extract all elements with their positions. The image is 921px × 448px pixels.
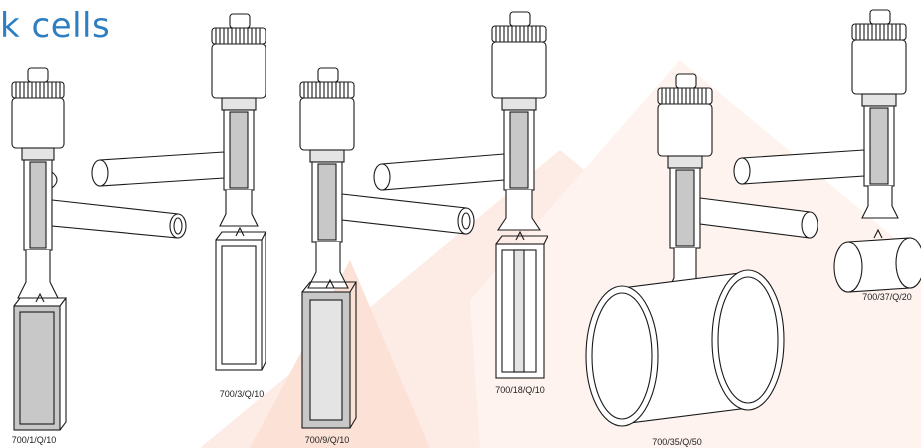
caption-700-35-q-50: 700/35/Q/50 bbox=[652, 437, 702, 447]
neck bbox=[496, 190, 542, 231]
neck bbox=[861, 186, 899, 219]
glass-stem bbox=[503, 109, 535, 191]
caption-700-18-q-10: 700/18/Q/10 bbox=[495, 385, 545, 395]
cell-700-3-q-10 bbox=[91, 13, 266, 371]
square-cuvette bbox=[301, 278, 357, 429]
neck bbox=[17, 250, 59, 299]
square-cuvette bbox=[215, 226, 266, 371]
caption-700-9-q-10: 700/9/Q/10 bbox=[304, 435, 350, 445]
cell-700-35-q-50 bbox=[585, 73, 818, 427]
cell-700-37-q-20 bbox=[733, 9, 921, 293]
square-cuvette bbox=[495, 230, 548, 379]
side-arm bbox=[91, 151, 225, 187]
screw-cap bbox=[211, 13, 266, 111]
page-title: k cells bbox=[0, 6, 111, 46]
screw-cap bbox=[491, 11, 547, 111]
screw-cap bbox=[851, 9, 907, 107]
screw-cap bbox=[657, 73, 713, 169]
side-arm bbox=[733, 149, 865, 185]
side-arm bbox=[373, 153, 505, 191]
caption-700-37-q-20: 700/37/Q/20 bbox=[862, 292, 912, 302]
cylindrical-cuvette bbox=[833, 228, 921, 293]
side-arm bbox=[699, 197, 818, 239]
neck bbox=[219, 190, 259, 227]
screw-cap bbox=[299, 67, 355, 163]
glass-stem bbox=[223, 109, 255, 191]
cell-700-1-q-10 bbox=[11, 67, 187, 431]
cell-700-18-q-10 bbox=[373, 11, 548, 379]
square-cuvette bbox=[13, 292, 68, 431]
glass-stem bbox=[863, 105, 895, 187]
cylindrical-cuvette bbox=[585, 269, 785, 427]
neck bbox=[307, 242, 349, 289]
cell-700-9-q-10 bbox=[299, 67, 475, 429]
side-arm bbox=[341, 193, 475, 235]
screw-cap bbox=[11, 67, 65, 161]
glass-stem bbox=[311, 161, 343, 243]
caption-700-1-q-10: 700/1/Q/10 bbox=[11, 435, 57, 445]
glass-stem bbox=[669, 167, 701, 249]
side-arm bbox=[51, 199, 187, 239]
caption-700-3-q-10: 700/3/Q/10 bbox=[219, 389, 265, 399]
